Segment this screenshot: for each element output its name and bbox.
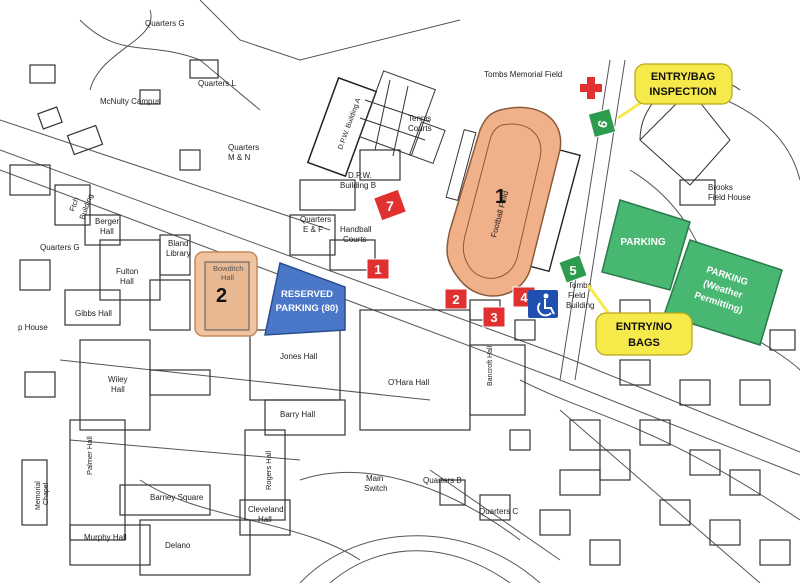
- label-berger2: Hall: [100, 227, 114, 236]
- label-main-switch: Main: [366, 474, 383, 483]
- dpw-building-a: [306, 76, 378, 178]
- label-bancroft: Bancroft Hall: [487, 345, 494, 386]
- label-barry: Barry Hall: [280, 410, 315, 419]
- entry-no-bags-callout[interactable]: ENTRY/NO BAGS: [595, 312, 693, 356]
- svg-text:PARKING (80): PARKING (80): [276, 303, 339, 314]
- label-handball: Handball: [340, 225, 372, 234]
- label-rogers: Rogers Hall: [264, 450, 273, 490]
- tombs-memorial-field: Football Field: [446, 106, 562, 297]
- label-brooks2: Field House: [708, 193, 751, 202]
- label-bland2: Library: [166, 249, 190, 258]
- label-quarters-g: Quarters G: [40, 243, 80, 252]
- label-murphy: Murphy Hall: [84, 533, 127, 542]
- label-dpw-b: D.P.W.: [348, 171, 372, 180]
- parking-label: PARKING: [620, 237, 666, 248]
- gate-marker-5[interactable]: 5: [558, 254, 588, 284]
- svg-text:6: 6: [594, 119, 610, 130]
- label-quarters-b: Quarters B: [423, 476, 462, 485]
- parking-weather-area[interactable]: [663, 239, 783, 346]
- tennis-small: [408, 121, 446, 165]
- svg-text:1: 1: [374, 262, 381, 277]
- svg-text:RESERVED: RESERVED: [281, 289, 333, 300]
- gate-marker-2[interactable]: 2: [444, 288, 468, 310]
- label-fulton: Fulton: [116, 267, 138, 276]
- svg-text:5: 5: [569, 263, 576, 278]
- label-brooks: Brooks: [708, 183, 733, 192]
- label-dpw-b2: Building B: [340, 181, 376, 190]
- label-jones: Jones Hall: [280, 352, 318, 361]
- label-bland: Bland: [168, 239, 188, 248]
- label-wiley: Wiley: [108, 375, 128, 384]
- label-delano: Delano: [165, 541, 191, 550]
- tennis-courts: [359, 70, 436, 157]
- label-house: p House: [18, 323, 48, 332]
- entry-bag-callout[interactable]: ENTRY/BAG INSPECTION: [634, 63, 733, 105]
- label-cleveland: Cleveland: [248, 505, 284, 514]
- svg-text:INSPECTION: INSPECTION: [649, 86, 716, 98]
- reserved-parking-label: RESERVED PARKING (80): [276, 289, 339, 314]
- building-outlines: [9, 59, 796, 576]
- label-ftch2: Building: [77, 193, 95, 221]
- gate-marker-1[interactable]: 1: [366, 258, 390, 280]
- label-quarters-c: Quarters C: [479, 507, 518, 516]
- label-quarters-ef: Quarters: [300, 215, 331, 224]
- label-quarters-mn: Quarters: [228, 143, 259, 152]
- label-fulton2: Hall: [120, 277, 134, 286]
- bowditch-hall-area: [194, 251, 258, 337]
- label-tombs-bldg: Tombs: [568, 281, 592, 290]
- label-main-switch2: Switch: [364, 484, 388, 493]
- label-berger: Berger: [95, 217, 119, 226]
- svg-text:7: 7: [386, 198, 394, 214]
- label-ftch: Ftch: [67, 196, 80, 213]
- label-quarters-l: Quarters L: [198, 79, 236, 88]
- label-mcnulty: McNulty Campus: [100, 97, 161, 106]
- label-wiley2: Hall: [111, 385, 125, 394]
- wheelchair-icon[interactable]: [528, 290, 558, 318]
- venue-marker-1[interactable]: 1: [495, 186, 506, 208]
- label-tombs-bldg2: Field: [568, 291, 585, 300]
- svg-text:BAGS: BAGS: [628, 337, 660, 349]
- gate-marker-6[interactable]: 6: [587, 107, 617, 139]
- label-tennis: Tennis: [408, 114, 431, 123]
- svg-text:ENTRY/NO: ENTRY/NO: [616, 321, 673, 333]
- svg-text:ENTRY/BAG: ENTRY/BAG: [651, 71, 715, 83]
- label-bowditch2: Hall: [221, 273, 234, 282]
- label-ohara: O'Hara Hall: [388, 378, 429, 387]
- map-labels: Quarters G Quarters L McNulty Campus Qua…: [18, 19, 751, 550]
- label-tombs-bldg3: Building: [566, 301, 594, 310]
- parking-area[interactable]: [601, 199, 691, 291]
- label-cleveland2: Hall: [258, 515, 272, 524]
- label-quarters-ef2: E & F: [303, 225, 323, 234]
- label-chapel: Chapel: [43, 482, 50, 505]
- svg-text:2: 2: [452, 292, 459, 307]
- label-quarters-mn2: M & N: [228, 153, 250, 162]
- red-cross-icon[interactable]: [580, 77, 602, 99]
- label-tennis2: Courts: [408, 124, 432, 133]
- gate-marker-3[interactable]: 3: [482, 306, 506, 328]
- label-quarters-top: Quarters G: [145, 19, 185, 28]
- west-stands: [445, 129, 477, 201]
- reserved-parking-area[interactable]: [264, 261, 346, 336]
- gate-marker-7[interactable]: 7: [373, 188, 407, 222]
- label-tombs-field: Tombs Memorial Field: [484, 70, 562, 79]
- label-handball2: Courts: [343, 235, 367, 244]
- label-memorial: Memorial: [35, 481, 42, 510]
- label-barney: Barney Square: [150, 493, 204, 502]
- label-gibbs: Gibbs Hall: [75, 309, 112, 318]
- baseball-diamond: [639, 89, 731, 186]
- svg-text:4: 4: [520, 290, 528, 305]
- label-palmer: Palmer Hall: [85, 436, 94, 475]
- svg-text:3: 3: [490, 310, 497, 325]
- label-bowditch: Bowditch: [213, 264, 243, 273]
- venue-marker-2[interactable]: 2: [216, 285, 227, 307]
